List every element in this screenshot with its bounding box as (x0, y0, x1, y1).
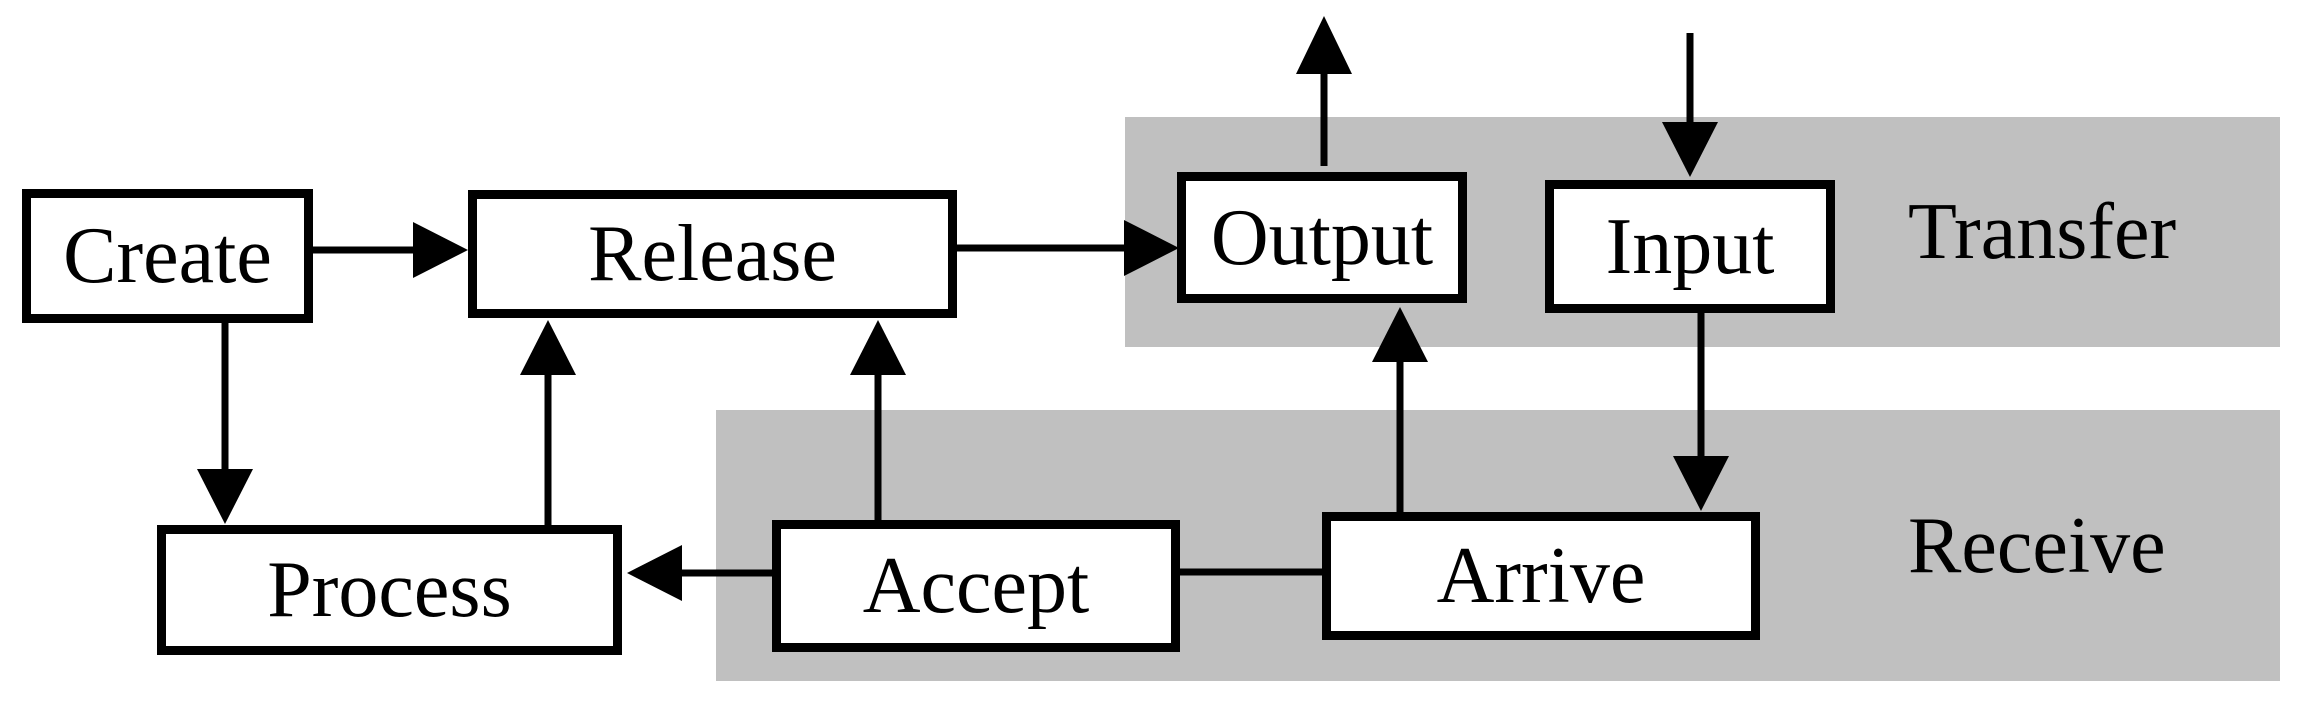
release-node-label: Release (588, 210, 837, 298)
receive-zone-label: Receive (1908, 501, 2166, 590)
release-node: Release (468, 190, 957, 318)
input-node-label: Input (1605, 202, 1775, 291)
arrow-process-to-release (520, 320, 576, 525)
create-node: Create (22, 189, 313, 323)
create-node-label: Create (63, 212, 272, 300)
input-node: Input (1545, 180, 1835, 313)
process-node: Process (157, 525, 622, 655)
arrow-create-to-process (197, 323, 253, 524)
output-node: Output (1177, 172, 1467, 303)
arrive-node: Arrive (1322, 512, 1760, 640)
arrow-create-to-release (313, 222, 468, 278)
arrive-node-label: Arrive (1436, 532, 1646, 620)
accept-node: Accept (772, 520, 1180, 652)
accept-node-label: Accept (862, 542, 1090, 630)
transfer-zone-label: Transfer (1908, 188, 2177, 276)
process-node-label: Process (267, 546, 512, 634)
output-node-label: Output (1210, 193, 1434, 282)
